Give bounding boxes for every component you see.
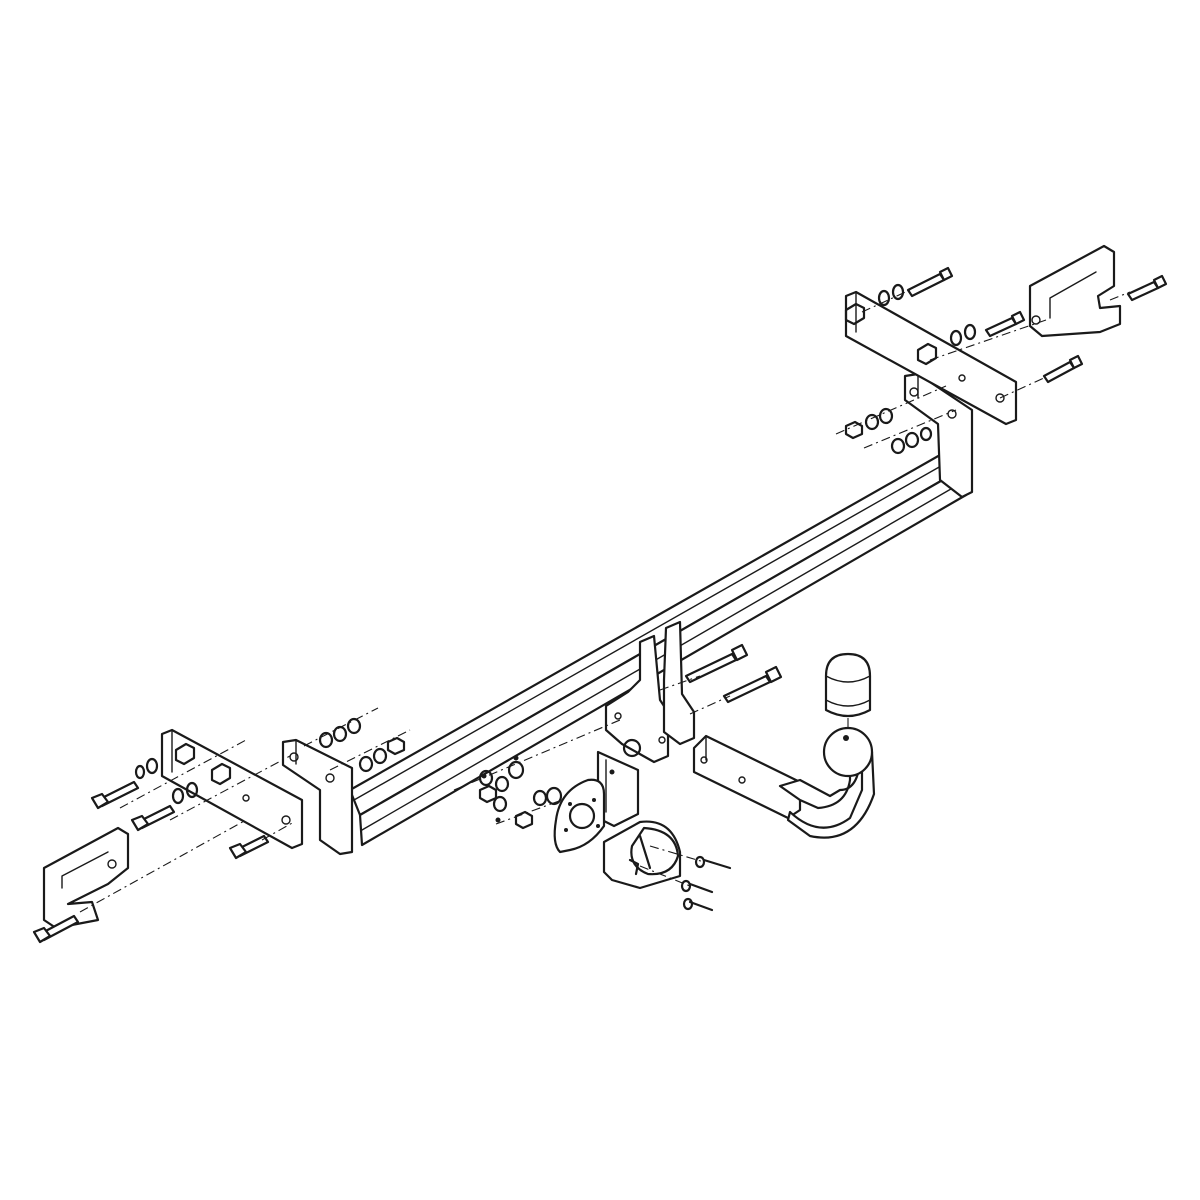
right-bolt-1 bbox=[906, 266, 954, 298]
right-bolt-4 bbox=[1126, 274, 1168, 302]
left-washers bbox=[134, 717, 406, 805]
tow-ball bbox=[822, 726, 874, 778]
left-bolt-3 bbox=[228, 834, 270, 860]
right-bolt-2 bbox=[984, 310, 1026, 338]
left-chassis-bracket bbox=[42, 826, 130, 930]
left-bar-end-bracket bbox=[281, 738, 354, 856]
left-bolt-1 bbox=[90, 780, 140, 810]
center-bolt-1 bbox=[684, 643, 749, 684]
left-bolt-2 bbox=[130, 804, 176, 832]
right-bolt-3 bbox=[1042, 354, 1084, 384]
left-flat-plate bbox=[160, 728, 304, 850]
assembly-guide-lines bbox=[79, 289, 1131, 913]
socket-screws bbox=[680, 855, 732, 912]
center-bolt-2 bbox=[722, 665, 783, 704]
right-chassis-bracket bbox=[1028, 244, 1122, 338]
right-washers bbox=[844, 283, 977, 455]
center-washers bbox=[478, 755, 563, 830]
left-bolt-4 bbox=[32, 914, 80, 944]
trailer-socket bbox=[602, 820, 682, 890]
socket-gasket bbox=[553, 778, 606, 854]
main-crossbar bbox=[348, 453, 968, 847]
tow-ball-cap bbox=[824, 652, 872, 718]
